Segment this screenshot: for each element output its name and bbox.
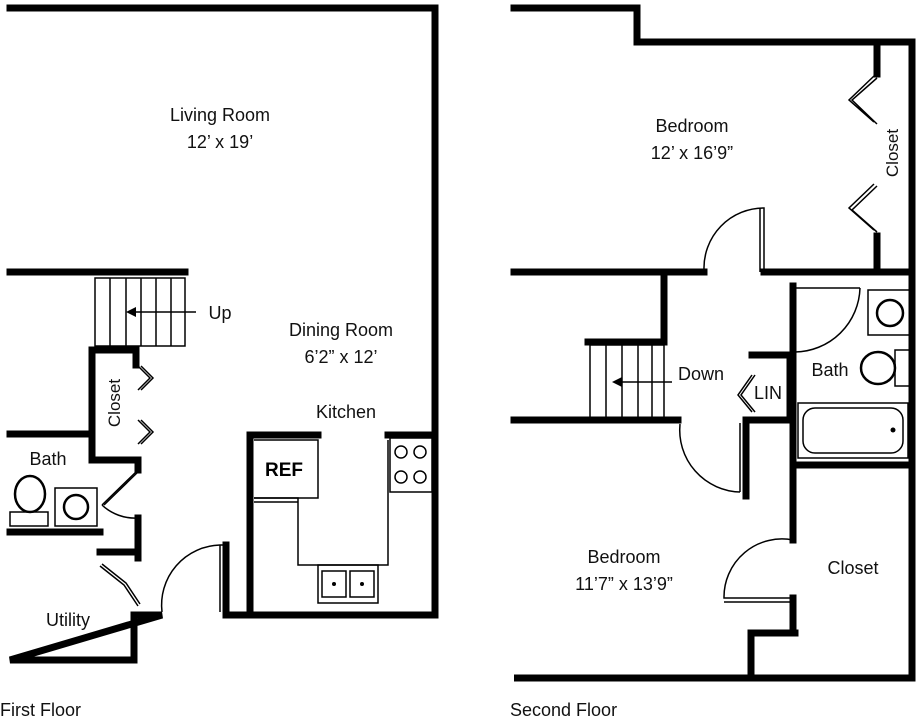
top-bedroom-size: 12’ x 16’9” [651, 143, 733, 163]
first-floor-caption: First Floor [0, 700, 81, 718]
toilet-icon [859, 350, 897, 386]
living-room-name: Living Room [170, 105, 270, 125]
dining-room-size: 6’2” x 12’ [304, 347, 377, 367]
closet-wall [88, 346, 142, 464]
kitchen-label: Kitchen [316, 402, 376, 422]
kitchen-wall [246, 431, 439, 619]
top-closet-label: Closet [883, 129, 902, 177]
toilet-icon [13, 474, 47, 514]
bath-door [793, 287, 861, 353]
dining-room-name: Dining Room [289, 320, 393, 340]
top-bedroom-door [703, 207, 765, 275]
first-floor-bath-label: Bath [29, 449, 66, 469]
linen-label: LIN [754, 383, 782, 403]
stove-icon [389, 437, 433, 493]
stairs-up [94, 277, 196, 347]
bathtub-icon [797, 402, 909, 459]
closet-bifold-door [847, 75, 878, 125]
bottom-bedroom-name: Bedroom [587, 547, 660, 567]
bottom-bedroom-size: 11’7” x 13’9” [575, 574, 673, 594]
refrigerator-label: REF [265, 460, 303, 481]
sink-icon [867, 289, 911, 336]
arrow-left-icon [126, 307, 136, 317]
second-floor-bath-label: Bath [811, 360, 848, 380]
stairs-up-label: Up [208, 303, 231, 323]
stairs-down [589, 344, 672, 419]
closet-door [723, 538, 794, 599]
kitchen-counter [254, 440, 389, 566]
utility-door [99, 563, 141, 607]
sink-icon [54, 487, 98, 527]
closet-bifold-door [137, 365, 155, 391]
front-door [160, 544, 227, 615]
living-room-size: 12’ x 19’ [187, 132, 253, 152]
linen-door [737, 374, 756, 413]
second-floor-plan: Bedroom 12’ x 16’9” Closet Bath LIN Down… [510, 4, 916, 682]
top-bedroom-name: Bedroom [655, 116, 728, 136]
first-floor-closet-label: Closet [105, 379, 124, 427]
utility-label: Utility [46, 610, 90, 630]
first-floor-plan: Living Room 12’ x 19’ Dining Room 6’2” x… [6, 4, 439, 664]
stair-wall [584, 268, 668, 346]
bottom-bedroom-door [678, 423, 741, 493]
second-floor-caption: Second Floor [510, 700, 617, 718]
first-floor-outer-wall [6, 4, 439, 664]
stairs-down-label: Down [678, 364, 724, 384]
kitchen-sink-icon [317, 564, 379, 604]
arrow-left-icon [612, 377, 622, 387]
bottom-closet-label: Closet [827, 558, 878, 578]
bath-door [101, 469, 139, 519]
second-floor-outer-wall [510, 4, 916, 682]
